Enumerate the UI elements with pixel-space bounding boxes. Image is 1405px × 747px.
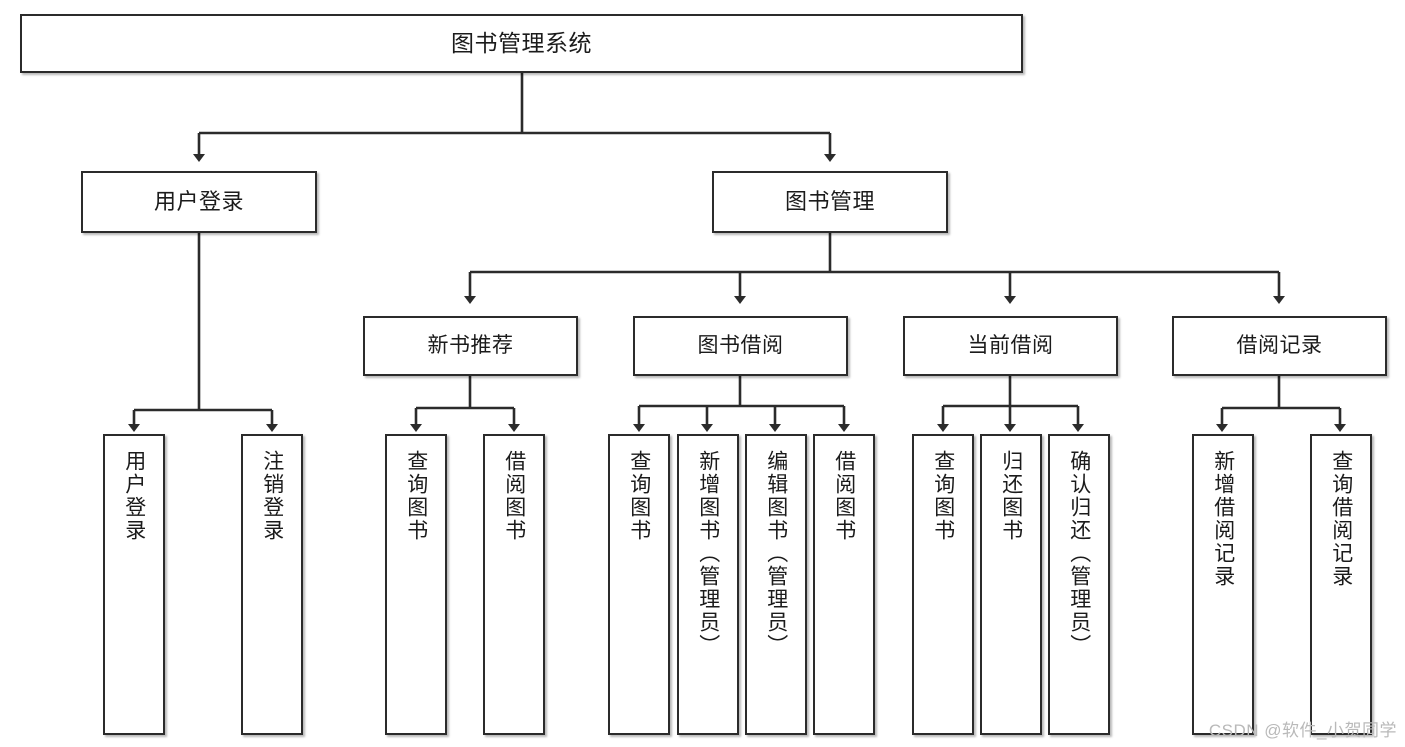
node-label: 注销登录 (260, 450, 284, 542)
leaf-query-borrow-record[interactable]: 查询借阅记录 (1310, 434, 1372, 735)
leaf-logout[interactable]: 注销登录 (241, 434, 303, 735)
leaf-return-book[interactable]: 归还图书 (980, 434, 1042, 735)
leaf-confirm-return-admin[interactable]: 确认归还（管理员） (1048, 434, 1110, 735)
leaf-edit-book-admin[interactable]: 编辑图书（管理员） (745, 434, 807, 735)
node-label: 图书借阅 (697, 333, 784, 357)
leaf-add-book-admin[interactable]: 新增图书（管理员） (677, 434, 739, 735)
leaf-query-book-recommend[interactable]: 查询图书 (385, 434, 447, 735)
node-label: 编辑图书（管理员） (764, 450, 788, 657)
node-label: 用户登录 (122, 450, 146, 542)
node-label: 图书管理系统 (451, 30, 592, 57)
node-book-management[interactable]: 图书管理 (712, 171, 948, 233)
node-label: 当前借阅 (967, 333, 1054, 357)
node-label: 图书管理 (784, 189, 875, 215)
node-label: 借阅图书 (502, 450, 526, 542)
node-label: 查询图书 (931, 450, 955, 542)
node-user-login[interactable]: 用户登录 (81, 171, 317, 233)
node-label: 查询图书 (627, 450, 651, 542)
node-label: 查询借阅记录 (1329, 450, 1353, 588)
leaf-add-borrow-record[interactable]: 新增借阅记录 (1192, 434, 1254, 735)
leaf-borrow-book-recommend[interactable]: 借阅图书 (483, 434, 545, 735)
node-label: 借阅图书 (832, 450, 856, 542)
csdn-watermark: CSDN @软件_小贺同学 (1208, 721, 1397, 740)
node-label: 借阅记录 (1236, 333, 1323, 357)
node-label: 归还图书 (999, 450, 1023, 542)
node-label: 确认归还（管理员） (1067, 450, 1091, 657)
node-label: 新增借阅记录 (1211, 450, 1235, 588)
node-new-book-recommendation[interactable]: 新书推荐 (363, 316, 578, 376)
leaf-query-book-current[interactable]: 查询图书 (912, 434, 974, 735)
node-current-borrow[interactable]: 当前借阅 (903, 316, 1118, 376)
node-label: 新增图书（管理员） (696, 450, 720, 657)
node-root-book-management-system[interactable]: 图书管理系统 (20, 14, 1023, 73)
leaf-user-login[interactable]: 用户登录 (103, 434, 165, 735)
leaf-borrow-book[interactable]: 借阅图书 (813, 434, 875, 735)
node-label: 查询图书 (404, 450, 428, 542)
node-label: 新书推荐 (427, 333, 514, 357)
node-borrow-record[interactable]: 借阅记录 (1172, 316, 1387, 376)
node-book-borrow[interactable]: 图书借阅 (633, 316, 848, 376)
node-label: 用户登录 (153, 189, 244, 215)
leaf-query-book-borrow[interactable]: 查询图书 (608, 434, 670, 735)
